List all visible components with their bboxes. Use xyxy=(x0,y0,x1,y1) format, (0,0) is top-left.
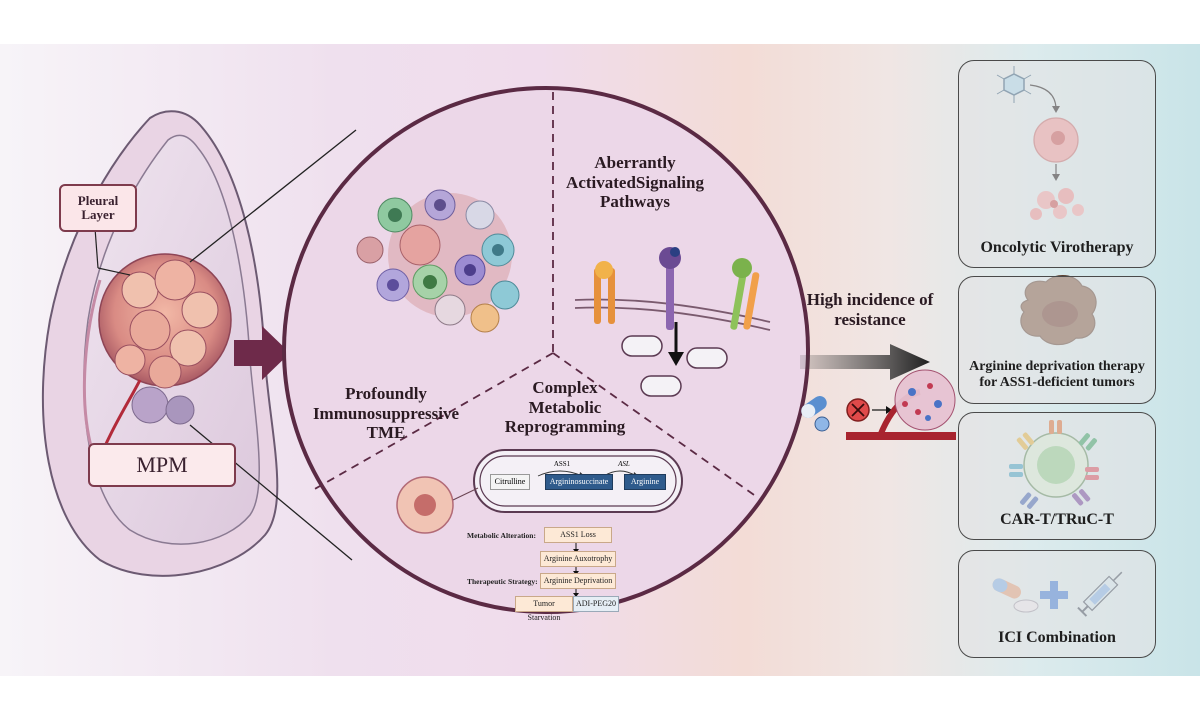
pleural-layer-label: Pleural Layer xyxy=(59,184,137,232)
metabolic-alteration-label: Metabolic Alteration: xyxy=(467,531,536,540)
mpm-to-circle-arrow xyxy=(234,326,290,380)
therapy-panel-arginine: Arginine deprivation therapy for ASS1-de… xyxy=(958,276,1156,404)
therapeutic-strategy-label: Therapeutic Strategy: xyxy=(467,577,538,586)
arginine-label: Arginine xyxy=(624,474,666,490)
drug-blocked-icon xyxy=(801,395,892,432)
therapy-panel-ici: ICI Combination xyxy=(958,550,1156,658)
receptor-purple-icon xyxy=(659,247,681,330)
vascular-tumor-icon xyxy=(846,369,956,440)
ass1-enzyme-label: ASS1 xyxy=(553,460,571,468)
asl-enzyme-label: ASL xyxy=(618,460,630,468)
therapy-panel-car-t: CAR-T/TRuC-T xyxy=(958,412,1156,540)
metabolic-label: Complex Metabolic Reprogramming xyxy=(504,378,626,437)
zoom-line-top xyxy=(189,129,357,263)
lung-tumor-mass xyxy=(98,253,232,425)
immune-cell-cluster-icon xyxy=(356,189,520,333)
therapy-panel-oncolytic: Oncolytic Virotherapy xyxy=(958,60,1156,268)
signal-pill-1 xyxy=(621,335,663,357)
arginine-auxotrophy-box: Arginine Auxotrophy xyxy=(540,551,616,567)
receptor-membrane-icon xyxy=(574,247,771,397)
resistance-arrow xyxy=(800,344,930,380)
signal-pill-2 xyxy=(686,347,728,369)
receptor-green-icon xyxy=(730,258,760,330)
metabolic-tumor-cell-icon xyxy=(396,476,479,534)
signal-pill-3 xyxy=(640,375,682,397)
citrulline-label: Citrulline xyxy=(490,474,530,490)
arginine-deprivation-box: Arginine Deprivation xyxy=(540,573,616,589)
car-t-title: CAR-T/TRuC-T xyxy=(1000,511,1114,528)
oncolytic-title: Oncolytic Virotherapy xyxy=(980,239,1134,256)
arginine-therapy-title: Arginine deprivation therapy for ASS1-de… xyxy=(969,359,1145,391)
ici-title: ICI Combination xyxy=(998,629,1116,646)
resistance-label: High incidence of resistance xyxy=(806,290,934,329)
tme-label: Profoundly Immunosuppressive TME xyxy=(312,384,460,443)
tumor-starvation-box: Tumor Starvation xyxy=(515,596,573,622)
mpm-text: MPM xyxy=(136,452,188,477)
argininosuccinate-label: Argininosuccinate xyxy=(545,474,613,490)
mpm-label-box: MPM xyxy=(88,443,236,487)
ass1-loss-box: ASS1 Loss xyxy=(544,527,612,543)
pleural-layer-text: Pleural Layer xyxy=(77,192,119,222)
adi-peg20-box: ADI-PEG20 xyxy=(573,596,619,612)
receptor-orange-icon xyxy=(594,261,615,324)
signaling-label: Aberrantly ActivatedSignaling Pathways xyxy=(566,153,704,212)
